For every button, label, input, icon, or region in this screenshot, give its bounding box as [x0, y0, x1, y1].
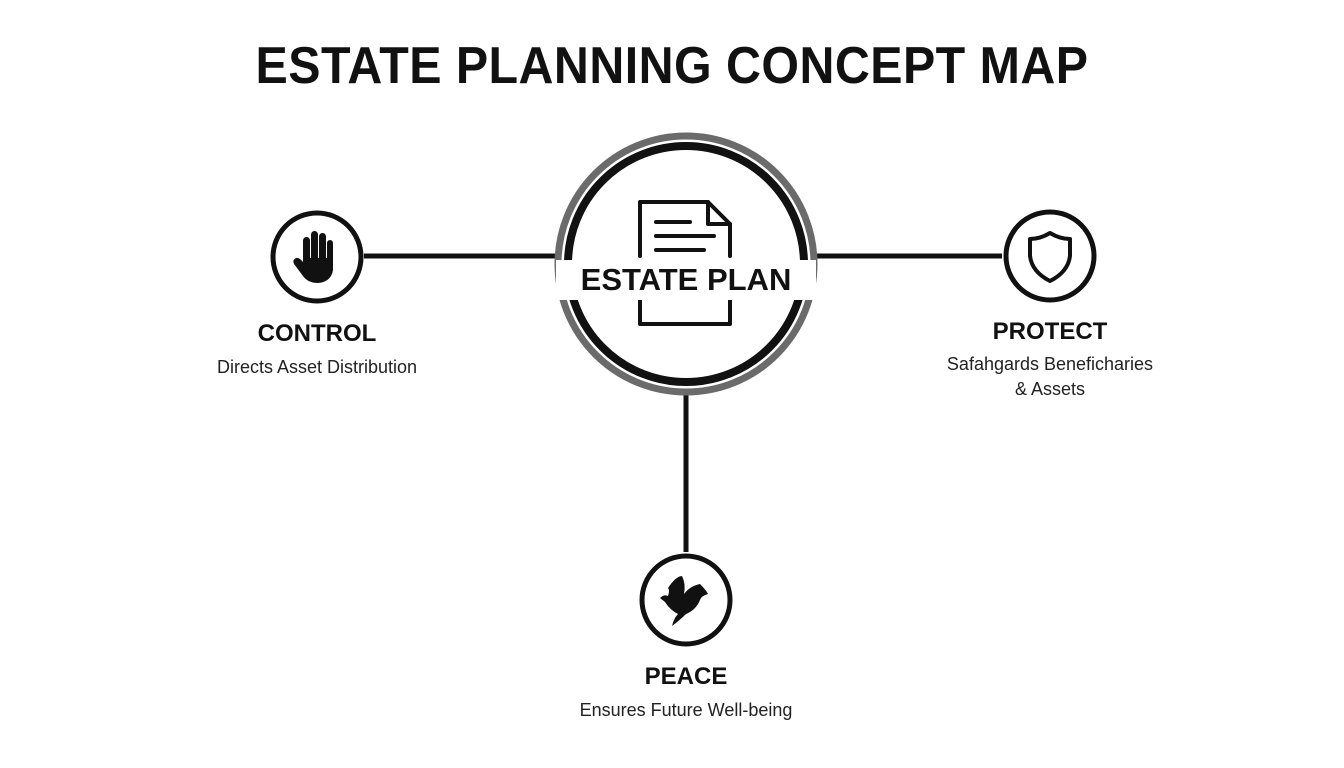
hand-icon: [293, 231, 333, 283]
center-label-text: ESTATE PLAN: [576, 262, 796, 297]
protect-description-line2: & Assets: [1014, 379, 1086, 399]
protect-description-line1: Safahgards Beneficharies: [946, 354, 1154, 374]
protect-description: Safahgards Beneficharies & Assets: [920, 352, 1180, 402]
control-description: Directs Asset Distribution: [216, 357, 418, 377]
control-title: CONTROL: [257, 320, 377, 347]
peace-description: Ensures Future Well-being: [579, 700, 793, 720]
shield-icon: [1028, 231, 1072, 283]
protect-title: PROTECT: [992, 318, 1108, 345]
peace-title: PEACE: [644, 663, 728, 690]
protect-node: [1003, 209, 1097, 303]
dove-icon: [660, 576, 708, 626]
page-title: ESTATE PLANNING CONCEPT MAP: [255, 37, 1089, 95]
center-label: ESTATE PLAN: [556, 260, 816, 300]
document-icon: [638, 200, 732, 326]
